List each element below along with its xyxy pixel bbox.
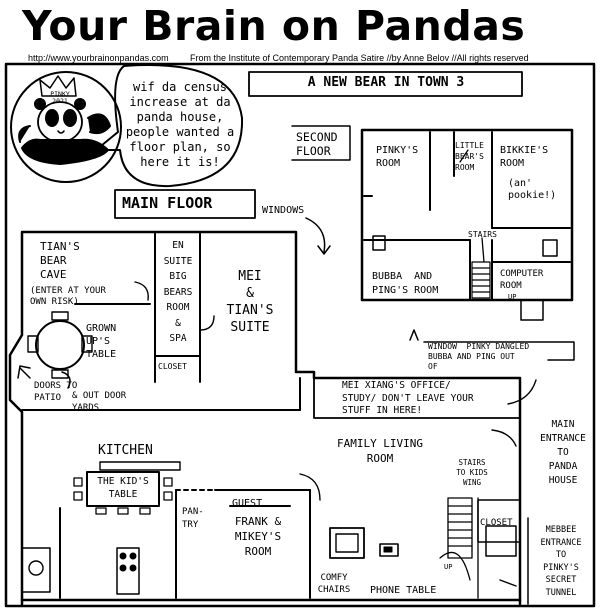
avatar-circle [10, 71, 122, 183]
phone-table-label: PHONE TABLE [370, 585, 437, 596]
grownups-table-label: GROWN UP'S TABLE [86, 323, 117, 360]
computer-room-label: COMPUTER ROOM [500, 269, 544, 291]
credit-line: From the Institute of Contemporary Panda… [190, 53, 529, 63]
crown-icon [39, 75, 77, 97]
main-entrance-label: MAIN ENTRANCE TO PANDA HOUSE [540, 419, 586, 486]
comic-frame [4, 62, 596, 608]
stairs-kids-label: STAIRS TO KIDS WING [456, 458, 488, 487]
comic-title: Your Brain on Pandas [22, 2, 526, 50]
closet-lower-label: CLOSET [480, 518, 513, 528]
kitchen-label: KITCHEN [98, 443, 153, 458]
up-label-upper: UP [508, 293, 517, 301]
family-room-label: FAMILY LIVING ROOM [336, 437, 424, 465]
main-floor-label: MAIN FLOOR [122, 194, 213, 212]
kids-table-label: THE KID'S TABLE [97, 476, 149, 500]
pantry-label: PAN- TRY [182, 507, 204, 530]
bikkie-room-label: BIKKIE'S ROOM [500, 145, 549, 169]
up-label-lower: UP [444, 563, 453, 571]
tian-cave-note: (ENTER AT your OWN RISK) [30, 286, 106, 307]
doors-patio-label: DOORS TO PATIO [34, 381, 78, 403]
outdoor-yards-label: & OUT DOOR YARDS [72, 391, 127, 413]
little-bear-room-label: LITTLE BEAR'S ROOM [455, 141, 484, 172]
strip-title-box [248, 71, 523, 97]
en-suite-label: EN SUITE BIG BEARS ROOM & SPA [163, 240, 193, 344]
tian-cave-label: TIAN'S BEAR CAVE [40, 240, 80, 281]
frank-mikey-room-label: FRANK & MIKEY'S ROOM [234, 515, 282, 558]
crown-text: PINKY 2021 [50, 90, 70, 105]
window-note: WINDOW PINKY DANGLED BUBBA AND PING OUT … [428, 342, 530, 371]
speech-text: wif da census increase at da panda house… [125, 80, 235, 169]
mei-tian-suite-label: MEI & TIAN'S SUITE [226, 269, 274, 335]
guest-struck-label: GUEST [232, 498, 263, 509]
pinky-room-label: PINKY'S ROOM [376, 145, 419, 169]
comfy-chairs-label: COMFY CHAIRS [317, 573, 351, 595]
bubba-ping-room-label: BUBBA AND PING'S ROOM [372, 271, 439, 296]
stairs-label-upper: STAIRS [468, 230, 497, 239]
office-label: MEI XIANG'S OFFICE/ STUDY/ DON'T LEAVE Y… [342, 380, 474, 416]
strip-title: A NEW BEAR IN TOWN 3 [307, 75, 465, 90]
site-url[interactable]: http://www.yourbrainonpandas.com [28, 53, 169, 63]
second-floor-label: SECOND FLOOR [296, 130, 338, 158]
closet-upper-label: CLOSET [158, 362, 187, 371]
windows-label: WINDOWS [262, 205, 305, 216]
speech-bubble [95, 64, 244, 188]
bikkie-note: (an' pookie!) [508, 178, 557, 201]
secret-tunnel-label: MEBBEE ENTRANCE TO PINKY'S SECRET TUNNEL [540, 525, 582, 598]
